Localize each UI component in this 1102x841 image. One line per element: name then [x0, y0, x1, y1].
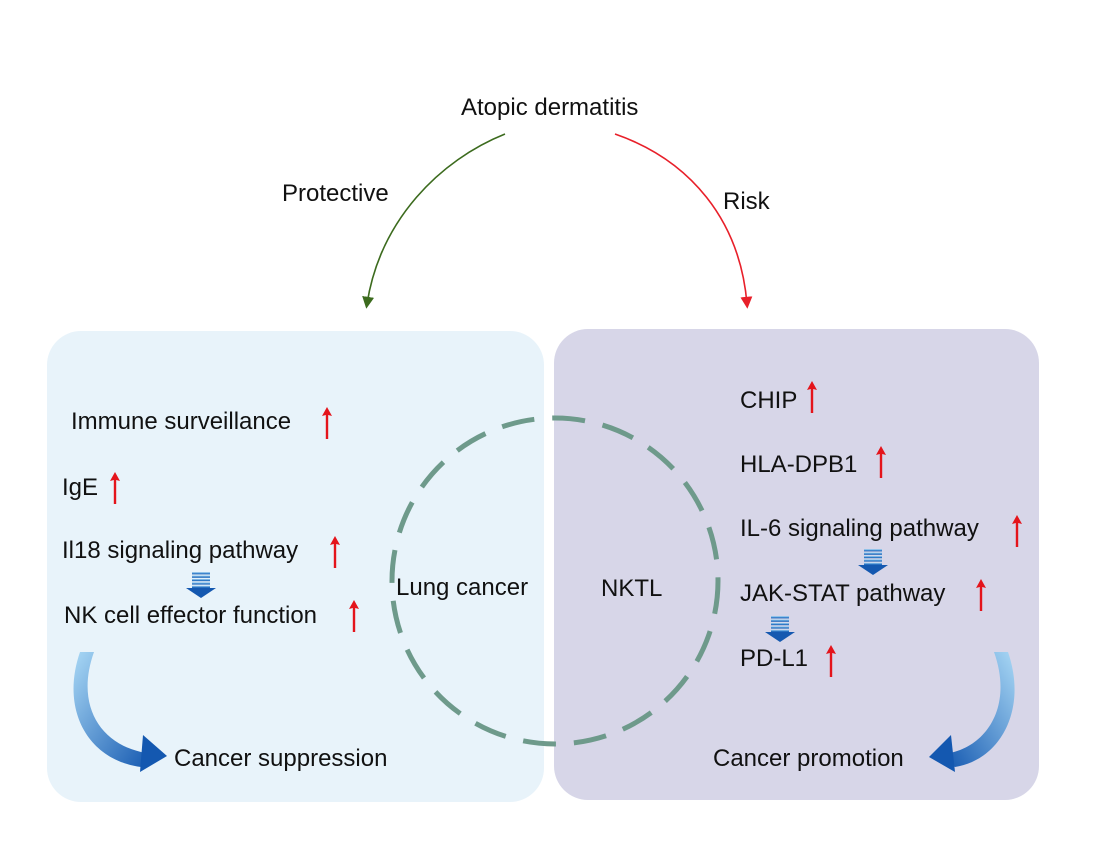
- left-outcome: Cancer suppression: [174, 745, 388, 772]
- diagram-title: Atopic dermatitis: [461, 94, 639, 121]
- left-item-il18-pathway: Il18 signaling pathway: [62, 537, 299, 564]
- right-item-il6-pathway: IL-6 signaling pathway: [740, 515, 979, 542]
- curved-arrow-icon: [929, 652, 1015, 772]
- overlap-circle: [389, 415, 721, 747]
- nktl-label: NKTL: [601, 575, 663, 602]
- risk-edge-arrow: [614, 133, 753, 309]
- left-item-nk-effector: NK cell effector function: [64, 602, 318, 629]
- lung-cancer-label: Lung cancer: [396, 574, 529, 601]
- left-item-ige: IgE: [62, 474, 99, 501]
- risk-edge-label: Risk: [723, 188, 770, 215]
- right-item-hla-dpb1: HLA-DPB1: [740, 451, 858, 478]
- right-item-jak-stat: JAK-STAT pathway: [740, 580, 946, 607]
- right-item-pd-l1: PD-L1: [740, 645, 809, 672]
- left-panel: [47, 331, 544, 802]
- protective-edge-arrow: [362, 133, 506, 309]
- right-panel: [554, 329, 1039, 800]
- right-item-chip: CHIP: [740, 387, 798, 414]
- right-outcome: Cancer promotion: [713, 745, 904, 772]
- curved-arrow-icon: [73, 652, 167, 772]
- left-item-immune-surveillance: Immune surveillance: [71, 408, 292, 435]
- protective-edge-label: Protective: [282, 180, 389, 207]
